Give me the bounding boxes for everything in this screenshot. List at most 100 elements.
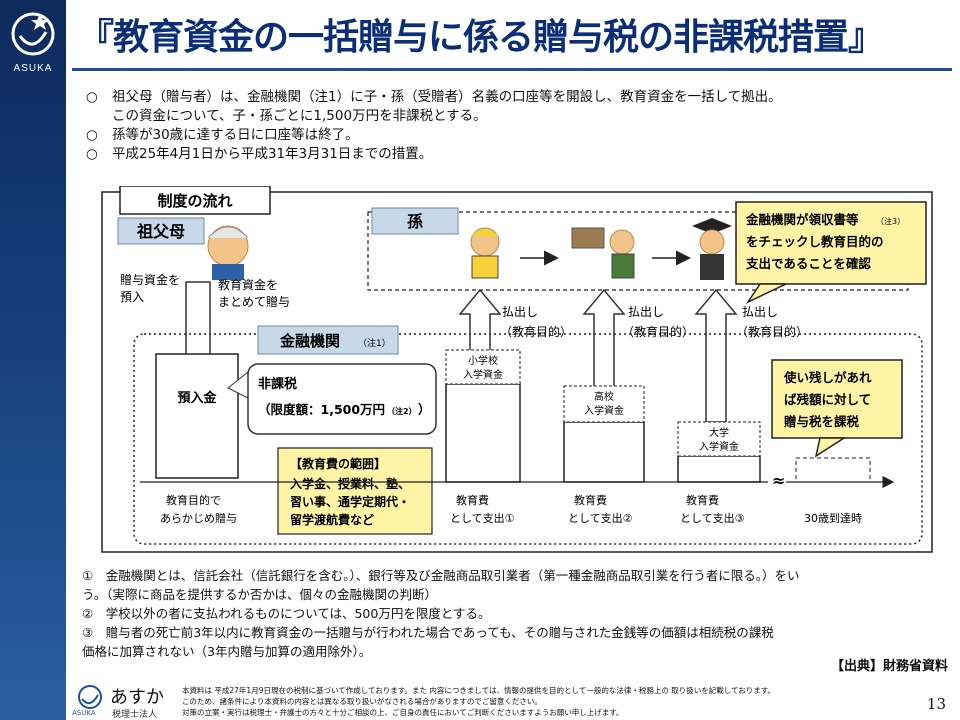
lump-label-line2: まとめて贈与	[218, 294, 290, 309]
receipt-callout-line1: 金融機関が領収書等	[745, 212, 859, 227]
fund2-line2: 入学資金	[584, 404, 624, 417]
leftover-line1: 使い残しがあれ	[783, 370, 872, 385]
lump-label-line1: 教育資金を	[218, 277, 278, 292]
page-title: 『教育資金の一括贈与に係る贈与税の非課税措置』	[78, 17, 884, 58]
scope-line3: 留学渡航費など	[290, 512, 374, 527]
footer-logo: ASUKA あすか 税理士法人	[70, 681, 180, 720]
payout-arrow-3-icon	[694, 288, 738, 423]
axis-start-line1: 教育目的で	[166, 493, 221, 507]
receipt-callout-note: （注3）	[876, 216, 905, 226]
fund-bar-3	[677, 455, 761, 483]
institution-note: （注1）	[358, 337, 391, 349]
nontax-close: ）	[418, 402, 431, 417]
bullet-item: ○孫等が30歳に達する日に口座等は終了。	[86, 127, 359, 143]
left-sidebar: ASUKA	[0, 0, 66, 720]
end-label: 30歳到達時	[804, 512, 862, 525]
note-line: ③ 贈与者の死亡前3年以内に教育資金の一括贈与が行われた場合であっても、その贈与…	[82, 625, 774, 640]
note-line: ① 金融機関とは、信託会社（信託銀行を含む。）、銀行等及び金融商品取引業者（第一…	[82, 568, 800, 583]
payout-label-2: 払出し	[628, 305, 664, 319]
grandparent-label: 祖父母	[136, 222, 185, 241]
nontax-note: （注2）	[387, 406, 417, 416]
deposit-label: 預入金	[177, 390, 217, 406]
receipt-callout-box	[735, 201, 927, 285]
note-line: 価格に加算されない（3年内贈与加算の適用除外）。	[82, 644, 372, 659]
payout-purpose-2: （教育目的）	[622, 324, 694, 339]
nontax-title: 非課税	[258, 376, 297, 392]
institution-label-box	[257, 325, 399, 355]
leftover-callout-box	[771, 359, 903, 439]
spend3-line1: 教育費	[686, 493, 719, 507]
asuka-logo-icon	[11, 12, 55, 56]
footer-logo-caption: ASUKA	[72, 709, 96, 717]
fund-bar-1	[445, 383, 521, 483]
axis-start-line2: あらかじめ贈与	[160, 511, 237, 525]
fund-label-box-3	[677, 421, 761, 457]
gift-label-line2: 預入	[120, 290, 144, 304]
grandparent-illustration-icon	[207, 225, 249, 280]
graduate-illustration-icon	[692, 218, 732, 280]
source-credit: 【出典】財務省資料	[830, 659, 948, 674]
institution-label: 金融機関	[279, 332, 340, 350]
bullet-item: この資金について、子・孫ごとに1,500万円を非課税とする。	[112, 108, 487, 124]
scope-line1: 入学金、授業料、塾、	[290, 476, 410, 491]
leftover-callout-pointer	[814, 437, 847, 458]
payout-label-1: 払出し	[502, 305, 538, 319]
fund1-line2: 入学資金	[463, 368, 503, 381]
receipt-callout-line2: をチェックし教育目的の	[746, 234, 884, 249]
fund-label-box-1	[445, 349, 521, 385]
leftover-line2: ば残額に対して	[784, 392, 871, 407]
spend1-line2: として支出①	[450, 511, 515, 525]
child-illustration-icon	[470, 227, 500, 279]
payout-purpose-1: （教育目的）	[500, 324, 572, 339]
fund-bar-2	[563, 421, 645, 483]
deposit-box	[155, 353, 239, 479]
nontax-limit: （限度額：1,500万円	[258, 402, 385, 417]
note-line: ② 学校以外の者に支払われるものについては、500万円を限度とする。	[82, 606, 491, 621]
logo-caption: ASUKA	[13, 63, 53, 74]
disclaimer: 本資料は 平成27年1月9日現在の税制に基づいて作成しております。また 内容につ…	[182, 685, 902, 718]
payout-arrow-2-icon	[582, 288, 626, 391]
spend3-line2: として支出③	[680, 511, 745, 525]
spend1-line1: 教育費	[456, 493, 489, 507]
leftover-line3: 贈与税を課税	[784, 414, 860, 429]
disclaimer-line: 本資料は 平成27年1月9日現在の税制に基づいて作成しております。また 内容につ…	[182, 686, 776, 695]
grandchild-label: 孫	[407, 212, 423, 231]
title-divider	[72, 68, 952, 71]
fund-label-box-2	[563, 385, 645, 423]
scope-box	[277, 447, 433, 535]
footnotes: ① 金融機関とは、信託会社（信託銀行を含む。）、銀行等及び金融商品取引業者（第一…	[82, 566, 952, 661]
grandchild-label-box	[371, 207, 459, 235]
fund1-line1: 小学校	[468, 354, 498, 367]
gift-label-line1: 贈与資金を	[120, 272, 180, 287]
fund2-line1: 高校	[594, 390, 614, 403]
payout-purpose-3: （教育目的）	[736, 324, 808, 339]
axis-break-icon: ≈	[772, 471, 785, 490]
payout-label-3: 払出し	[742, 305, 778, 319]
receipt-callout-pointer	[745, 283, 787, 304]
disclaimer-line: 対策の立案・実行は税理士・弁護士の方々と十分ご相談の上、ご自身の責任においてご判…	[182, 708, 624, 717]
spend2-line2: として支出②	[568, 511, 633, 525]
leftover-bar	[795, 457, 871, 483]
bullet-item: ○平成25年4月1日から平成31年3月31日までの措置。	[86, 146, 433, 162]
footer: ASUKA あすか 税理士法人 本資料は 平成27年1月9日現在の税制に基づいて…	[70, 681, 960, 720]
receipt-callout-line3: 支出であることを確認	[745, 256, 871, 271]
student-illustration-icon	[571, 227, 635, 279]
fund3-line2: 入学資金	[699, 440, 739, 453]
note-line: う。（実際に商品を提供するか否かは、個々の金融機関の判断）	[82, 587, 438, 602]
bullet-item: ○祖父母（贈与者）は、金融機関（注1）に子・孫（受贈者）名義の口座等を開設し、教…	[86, 89, 782, 105]
flow-title-box	[119, 186, 271, 215]
flow-diagram: 制度の流れ 祖父母 贈与資金を 預入 教育資金を まとめて贈与 孫 金融機関が領…	[101, 186, 933, 553]
grandchild-region	[367, 211, 909, 291]
grandparent-label-box	[117, 217, 205, 245]
scope-line2: 習い事、通学定期代・	[290, 494, 410, 509]
summary-bullets: ○祖父母（贈与者）は、金融機関（注1）に子・孫（受贈者）名義の口座等を開設し、教…	[86, 88, 952, 164]
disclaimer-line: このため、諸条件により本資料の内容とは異なる取り扱いがなされる場合がありますので…	[182, 697, 542, 706]
footer-brand-sub: 税理士法人	[112, 710, 158, 720]
scope-title: 【教育費の範囲】	[290, 456, 386, 471]
fund3-line1: 大学	[709, 426, 729, 439]
spend2-line1: 教育費	[574, 493, 607, 507]
flow-title: 制度の流れ	[157, 192, 232, 210]
page-number: 13	[926, 695, 946, 713]
nontax-box	[247, 363, 437, 435]
footer-logo-icon	[78, 685, 102, 709]
